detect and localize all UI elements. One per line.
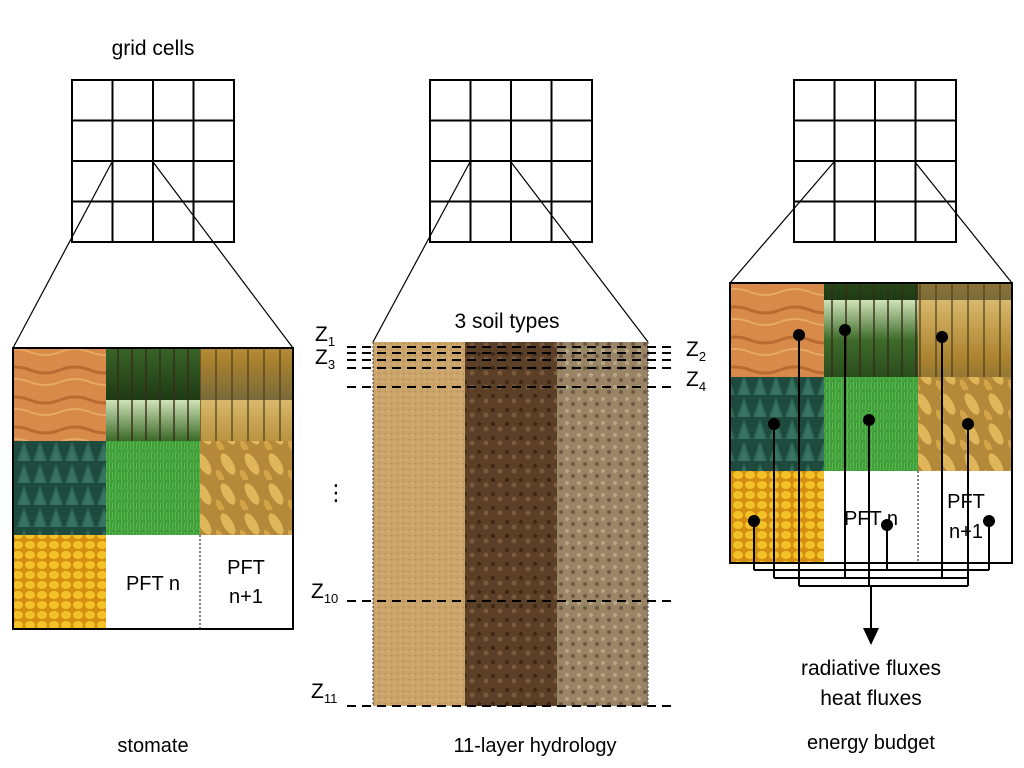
soil-columns (372, 342, 649, 706)
heat-fluxes-label: heat fluxes (820, 687, 922, 710)
flux-dot (983, 515, 995, 527)
pft-n1-label-left-1: PFT (227, 557, 265, 579)
flux-dot (768, 418, 780, 430)
pft-n1-label-right-1: PFT (947, 491, 985, 513)
flux-dot (881, 519, 893, 531)
desert-tile (730, 283, 824, 377)
sandy-soil-column (373, 342, 465, 706)
wheat-tile (200, 441, 293, 535)
desert-tile (13, 348, 106, 441)
dark-soil-column (465, 342, 557, 706)
soil-types-label: 3 soil types (454, 310, 559, 333)
zoom-lines-middle (372, 161, 649, 343)
zoom-lines-left (12, 161, 294, 349)
grey-soil-column (557, 342, 648, 706)
z10-label: Z10 (311, 580, 338, 606)
flux-connectors (753, 330, 990, 630)
flux-dot (839, 324, 851, 336)
flux-dot (936, 331, 948, 343)
pft-n1-label-left-2: n+1 (229, 586, 263, 608)
flux-dot (748, 515, 760, 527)
grass-tile (106, 441, 200, 535)
radiative-fluxes-label: radiative fluxes (801, 657, 941, 680)
hydrology-label: 11-layer hydrology (453, 735, 616, 757)
z4-label: Z4 (686, 368, 706, 394)
flux-dot (962, 418, 974, 430)
grid-left (71, 79, 235, 243)
stomate-label: stomate (117, 735, 188, 757)
pft-n1-label-right-2: n+1 (949, 521, 983, 543)
maize-tile (730, 471, 824, 563)
z11-label: Z11 (311, 680, 337, 706)
pft-tiles-left (12, 347, 294, 630)
flux-dots (748, 324, 995, 531)
maize-tile (13, 535, 106, 629)
layer-boundaries (347, 346, 676, 707)
vertical-ellipsis: ⋮ (325, 480, 347, 505)
grid-cells-label: grid cells (112, 37, 195, 60)
grid-right (793, 79, 957, 243)
autumn-forest-tile (918, 283, 1012, 377)
tropical-forest-tile (824, 283, 918, 377)
flux-dot (863, 414, 875, 426)
tropical-forest-tile (106, 348, 200, 441)
autumn-forest-tile (200, 348, 293, 441)
pft-tiles-right (729, 282, 1013, 564)
z2-label: Z2 (686, 338, 706, 364)
flux-dot (793, 329, 805, 341)
flux-arrow-head (863, 628, 879, 645)
grid-middle (429, 79, 593, 243)
zoom-lines-right (729, 161, 1013, 284)
conifer-tile (13, 441, 106, 535)
z3-label: Z3 (315, 346, 335, 372)
z1-label: Z1 (315, 323, 335, 349)
pft-n-label-left: PFT n (126, 573, 180, 595)
energy-budget-label: energy budget (807, 732, 935, 754)
